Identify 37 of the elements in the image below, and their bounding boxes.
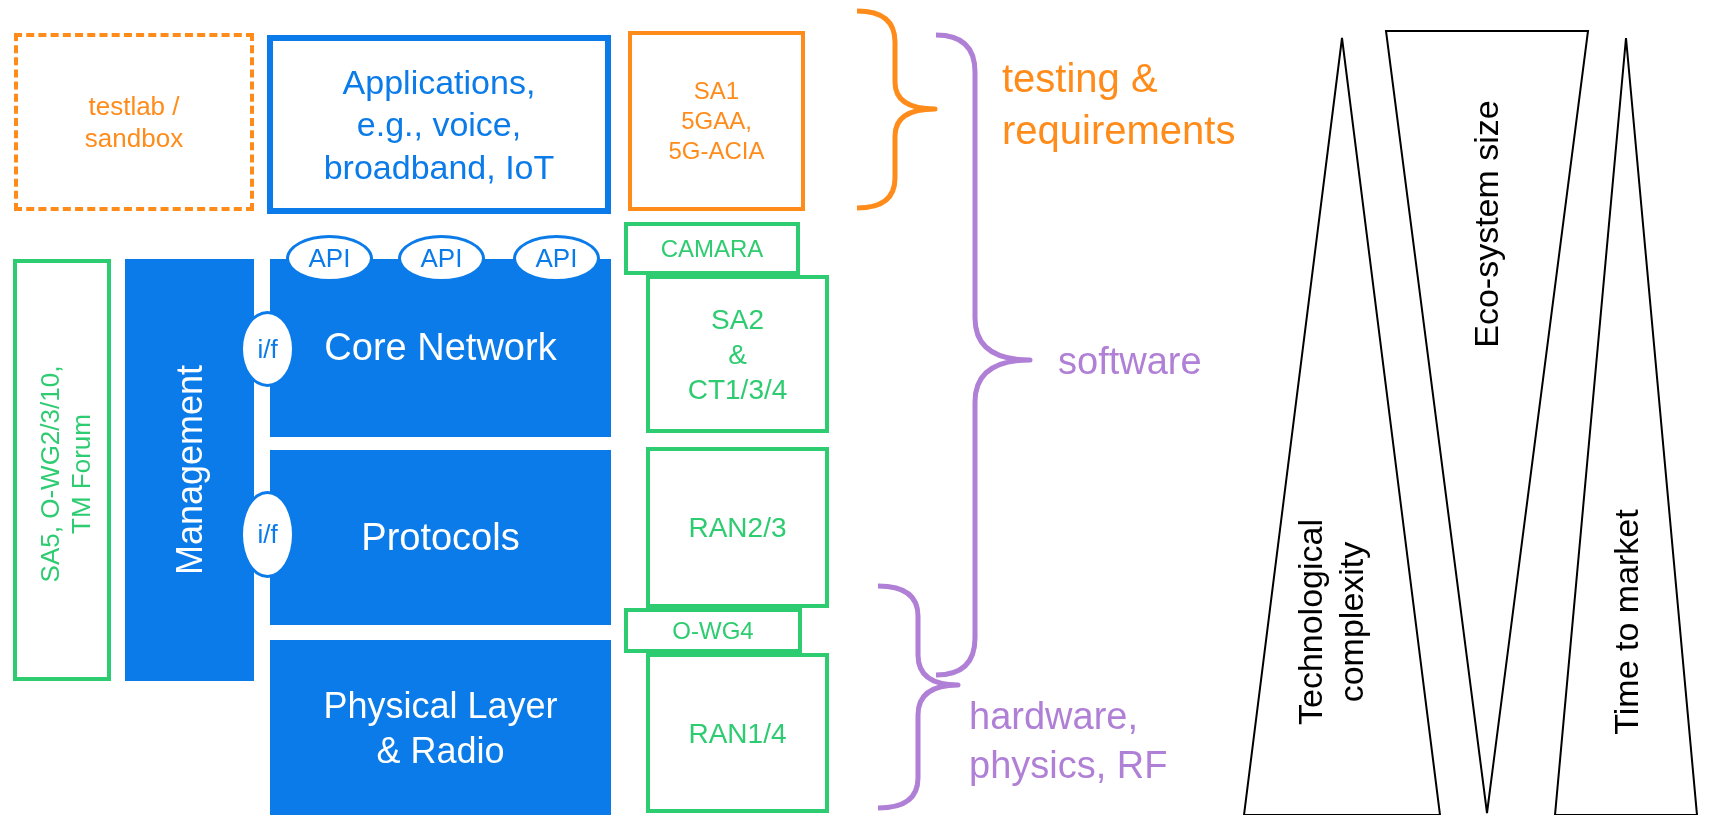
filled-block <box>125 259 254 681</box>
triangle <box>1555 38 1697 815</box>
node-label: API <box>420 242 463 275</box>
node-label: API <box>308 242 351 275</box>
node-label: RAN2/3 <box>688 511 787 545</box>
outlined-box <box>267 35 611 214</box>
node-label: RAN1/4 <box>688 716 787 751</box>
node-label: testlab / sandbox <box>83 89 185 155</box>
bracket-label: software <box>1058 339 1202 384</box>
node-label: SA1 5GAA, 5G-ACIA <box>667 76 766 166</box>
outlined-box <box>628 31 805 211</box>
rotated-label: Eco-system size <box>1465 100 1506 348</box>
node-label: API <box>535 242 578 275</box>
node-label: Applications, e.g., voice, broadband, IoT <box>322 61 556 188</box>
bracket-label: testing & requirements <box>1002 55 1237 154</box>
outlined-box <box>646 447 829 608</box>
node-label: i/f <box>257 518 278 551</box>
node-label: Physical Layer & Radio <box>322 683 559 773</box>
node-label: Protocols <box>361 514 520 560</box>
node-label: CAMARA <box>660 233 764 264</box>
triangle <box>1244 38 1440 815</box>
node-label: SA2 & CT1/3/4 <box>687 302 788 407</box>
outlined-box <box>646 275 829 433</box>
bracket-label: hardware, physics, RF <box>969 694 1169 789</box>
node-label: O-WG4 <box>672 615 754 646</box>
dashed-box <box>14 33 254 211</box>
outlined-box <box>646 653 829 813</box>
filled-block <box>270 640 611 815</box>
node-label: Core Network <box>324 325 557 371</box>
rotated-label: Management <box>167 364 211 576</box>
node-label: i/f <box>257 332 278 366</box>
rotated-label: Time to market <box>1605 509 1646 735</box>
rotated-label: Technological complexity <box>1290 518 1371 727</box>
outlined-box <box>624 222 800 275</box>
rotated-label: SA5, O-WG2/3/10, TM Forum <box>34 364 97 585</box>
triangle <box>1386 31 1588 813</box>
outlined-box <box>13 259 111 681</box>
